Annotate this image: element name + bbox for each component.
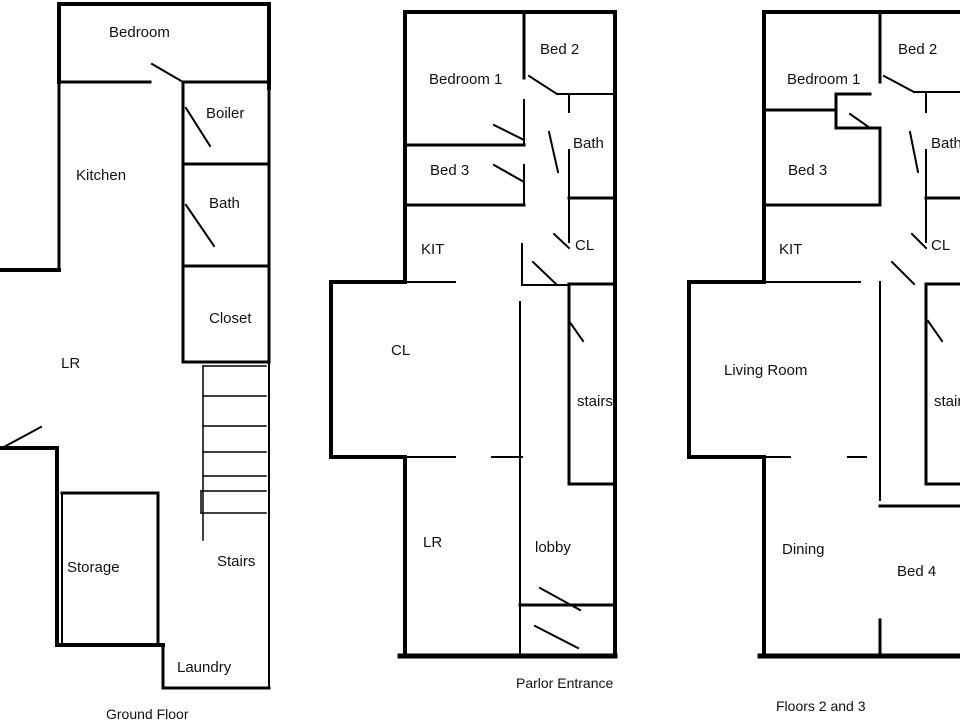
upper-bed3-label: Bed 3 — [788, 162, 828, 179]
upper-floors-doors — [848, 74, 944, 343]
parlor-bed2-label: Bed 2 — [540, 41, 580, 58]
parlor-lobby-label: lobby — [535, 539, 571, 556]
upper-bed4-label: Bed 4 — [897, 563, 937, 580]
upper-floors-walls — [687, 10, 960, 659]
ground-bath-label: Bath — [209, 195, 240, 212]
ground-bedroom-label: Bedroom — [109, 24, 170, 41]
parlor-stairs-label: stairs — [577, 393, 613, 410]
parlor-cl-small-label: CL — [575, 237, 595, 254]
parlor-cl-large-label: CL — [391, 342, 411, 359]
ground-floor-walls — [0, 2, 271, 690]
upper-living-room-label: Living Room — [724, 362, 808, 379]
parlor-kit-label: KIT — [421, 241, 445, 258]
ground-storage-label: Storage — [67, 559, 120, 576]
upper-cl-label: CL — [931, 237, 951, 254]
ground-closet-label: Closet — [209, 310, 252, 327]
upper-floors-caption: Floors 2 and 3 — [776, 698, 866, 714]
ground-kitchen-label: Kitchen — [76, 167, 127, 184]
upper-stairs-label: stairs — [934, 393, 960, 410]
parlor-floor-walls — [329, 10, 618, 659]
ground-lr-label: LR — [61, 355, 81, 372]
upper-kit-label: KIT — [779, 241, 803, 258]
ground-laundry-label: Laundry — [177, 659, 232, 676]
parlor-floor-doors — [492, 74, 585, 650]
parlor-bed3-label: Bed 3 — [430, 162, 470, 179]
ground-floor-caption: Ground Floor — [106, 706, 189, 722]
parlor-lr-label: LR — [423, 534, 443, 551]
ground-stairs-label: Stairs — [217, 553, 256, 570]
ground-floor-doors — [0, 62, 216, 450]
parlor-bath-label: Bath — [573, 135, 604, 152]
upper-bed2-label: Bed 2 — [898, 41, 938, 58]
ground-floor-stairs — [200, 365, 267, 541]
ground-boiler-label: Boiler — [206, 105, 245, 122]
upper-bedroom1-label: Bedroom 1 — [787, 71, 861, 88]
parlor-bedroom1-label: Bedroom 1 — [429, 71, 503, 88]
upper-dining-label: Dining — [782, 541, 825, 558]
parlor-floor-caption: Parlor Entrance — [516, 675, 614, 691]
upper-bath-label: Bath — [931, 135, 960, 152]
